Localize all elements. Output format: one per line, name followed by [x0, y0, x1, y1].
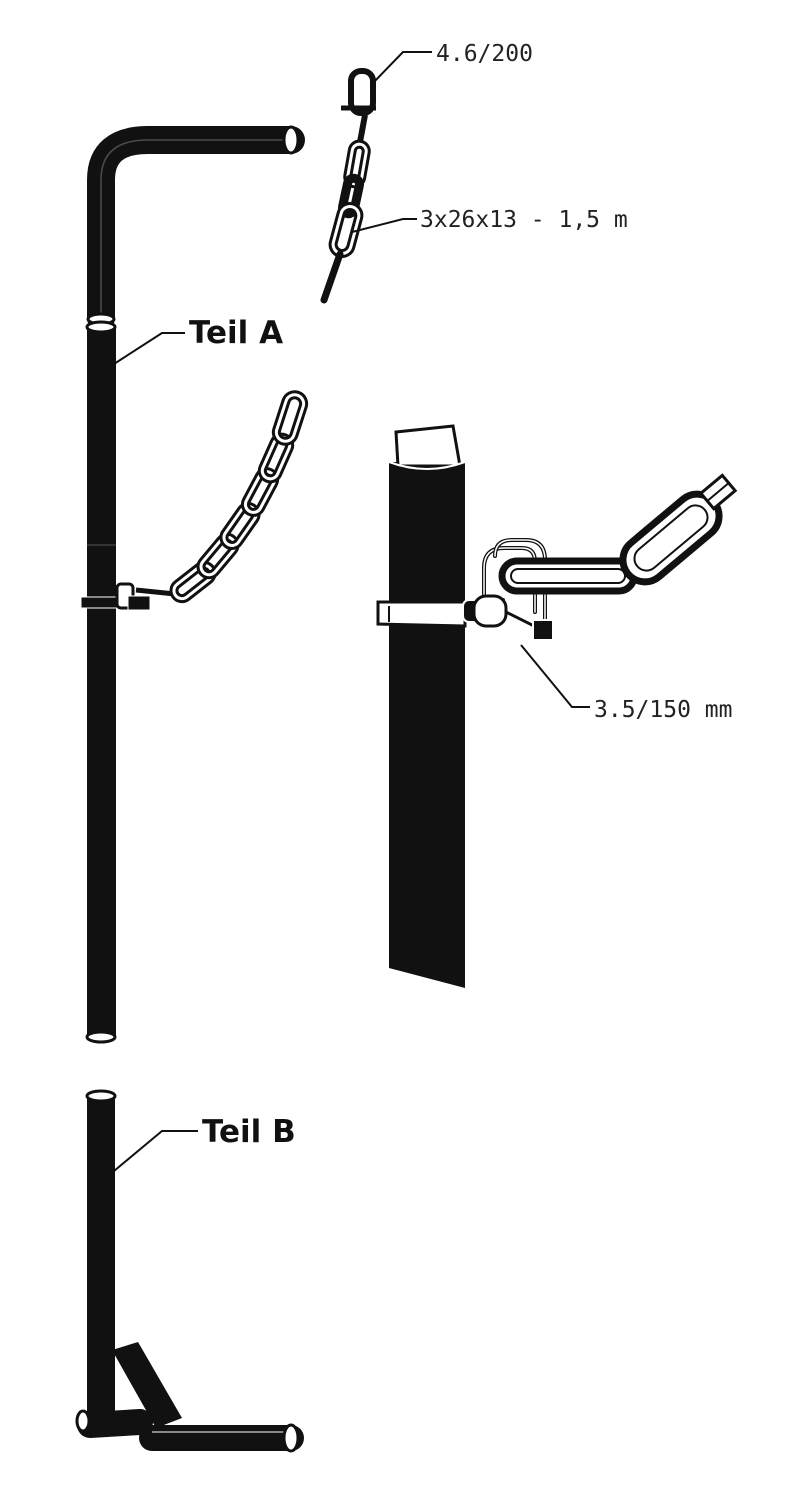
part-a-upper-tube: [86, 125, 305, 332]
detail-wire-loop: [462, 538, 554, 641]
part-b-stand: [75, 1089, 304, 1453]
leader-pin-spec: [371, 51, 432, 85]
tube-chain: [135, 390, 309, 604]
detail-post: [376, 424, 467, 988]
leader-part-b: [113, 1130, 198, 1172]
part-b-label: Teil B: [202, 1114, 296, 1150]
pin-spec-label: 4.6/200: [436, 41, 533, 67]
clamp-pin: [115, 582, 151, 611]
leader-wire-spec: [520, 644, 590, 708]
chain-spec-label: 3x26x13 - 1,5 m: [420, 207, 628, 233]
loose-pin: [341, 68, 376, 116]
loose-chain: [320, 114, 371, 304]
detail-chain: [498, 473, 738, 595]
part-a-label: Teil A: [189, 315, 283, 351]
part-a-lower-tube: [80, 320, 151, 1044]
wire-spec-label: 3.5/150 mm: [594, 697, 732, 723]
leader-part-a: [113, 332, 185, 365]
leader-chain-spec: [351, 218, 417, 233]
